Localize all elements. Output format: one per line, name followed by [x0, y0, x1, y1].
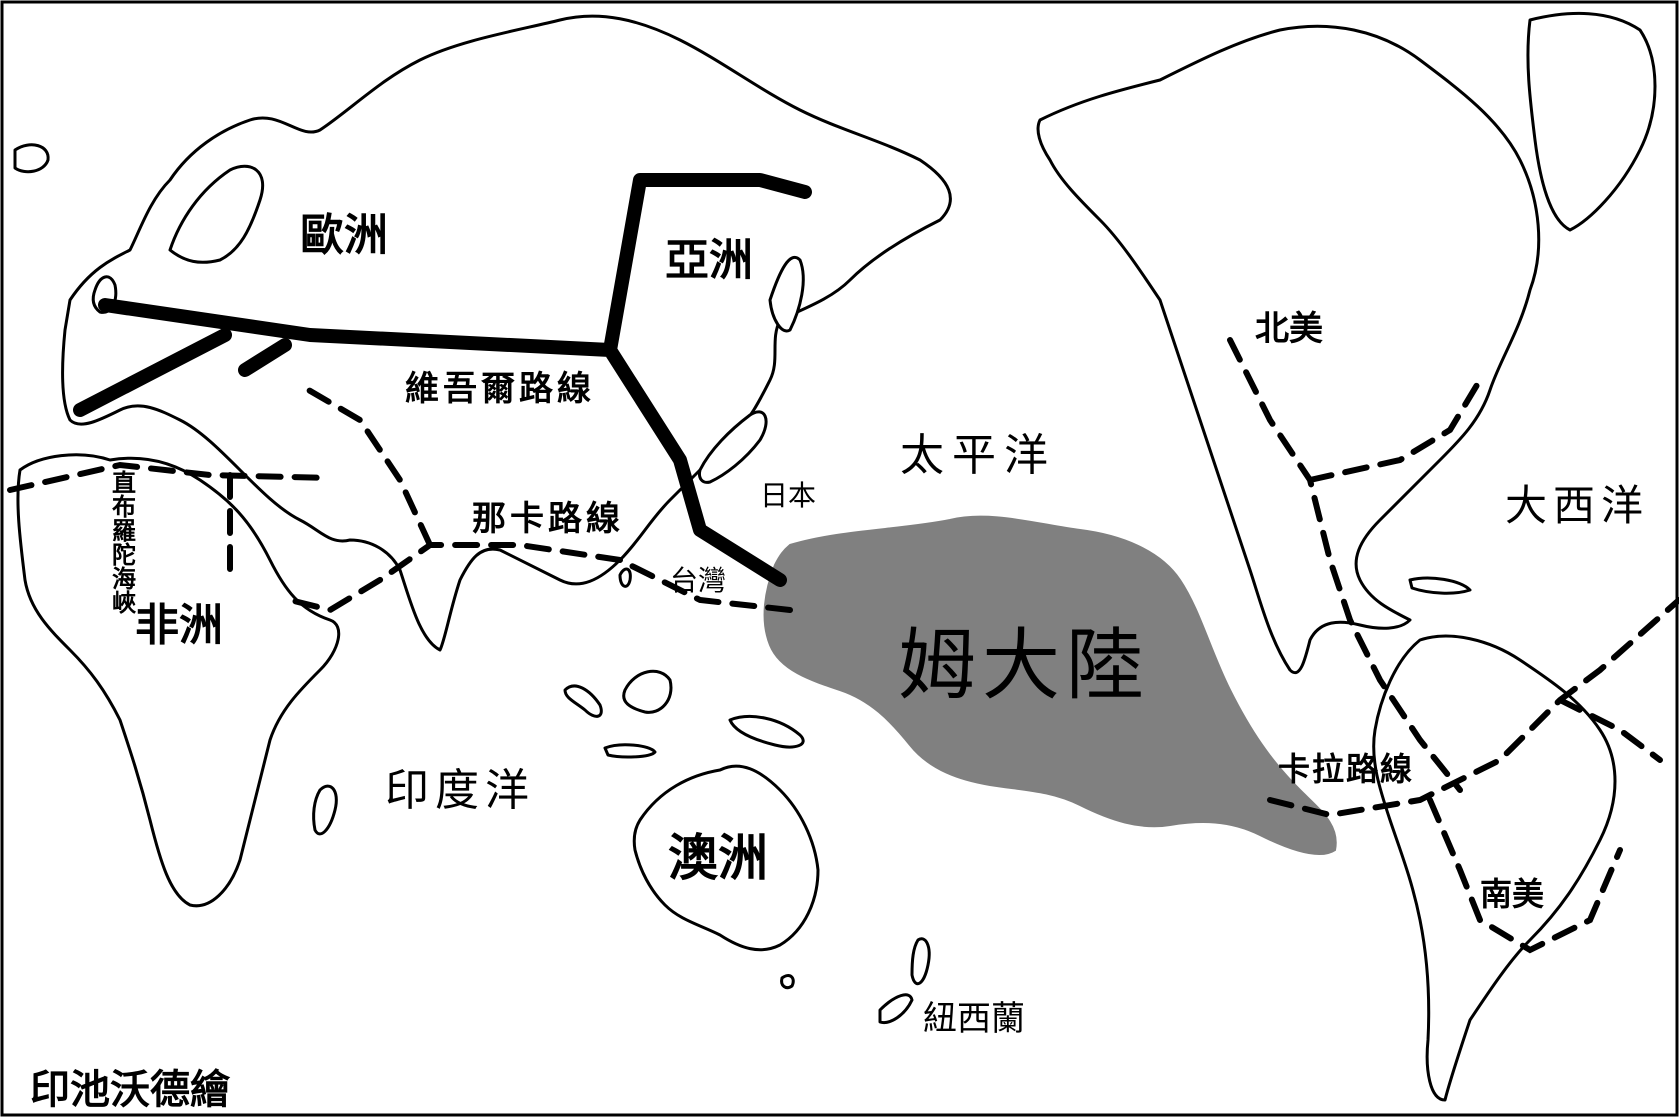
cuba-coast [1408, 576, 1472, 595]
new-guinea-coast [728, 715, 805, 749]
label-taiwan: 台灣 [670, 564, 726, 597]
credit-text: 印池沃德繪 [30, 1066, 231, 1113]
label-route-kara: 卡拉路線 [1278, 750, 1414, 788]
label-indian-ocean: 印度洋 [385, 765, 535, 816]
madagascar-coast [312, 784, 338, 836]
borneo-coast [622, 669, 673, 714]
label-japan: 日本 [760, 479, 816, 512]
north-america-coast [1036, 24, 1541, 674]
label-route-uighur: 維吾爾路線 [405, 369, 595, 409]
sumatra-coast [563, 684, 603, 718]
label-gibraltar-strait: 直布羅陀海峽 [108, 470, 137, 615]
australia-coast [632, 764, 820, 952]
route-gibraltar-line [7, 461, 333, 573]
route-naga-line [287, 382, 793, 614]
africa-coast [16, 453, 341, 908]
label-europe: 歐洲 [300, 210, 388, 261]
label-new-zealand: 紐西蘭 [923, 999, 1025, 1039]
label-mu-continent: 姆大陸 [898, 621, 1150, 711]
kamchatka-coast [768, 256, 805, 333]
label-north-america: 北美 [1255, 309, 1323, 349]
label-pacific-ocean: 太平洋 [900, 430, 1056, 481]
java-coast [603, 743, 657, 759]
label-south-america: 南美 [1480, 875, 1544, 913]
mu-continent [763, 515, 1337, 856]
label-asia: 亞洲 [665, 235, 753, 286]
tasmania-coast [780, 974, 795, 990]
japan-coast [698, 410, 768, 484]
label-africa: 非洲 [135, 600, 223, 651]
route-north-america-line [1227, 337, 1483, 793]
route-uighur-branch-2 [238, 338, 292, 377]
label-australia: 澳洲 [668, 828, 768, 887]
route-kara-line [1267, 597, 1679, 954]
nz-north-coast [910, 937, 931, 986]
iceland-coast [13, 143, 50, 174]
label-atlantic-ocean: 大西洋 [1505, 481, 1649, 530]
label-route-naga: 那卡路線 [472, 499, 624, 539]
taiwan-coast [618, 567, 632, 588]
nz-south-coast [878, 993, 914, 1025]
south-america-coast [1372, 634, 1617, 1102]
route-uighur-line [98, 173, 812, 587]
route-uighur-branch-1 [73, 328, 232, 417]
scandinavia-coast [168, 164, 265, 264]
greenland-coast [1526, 12, 1657, 232]
